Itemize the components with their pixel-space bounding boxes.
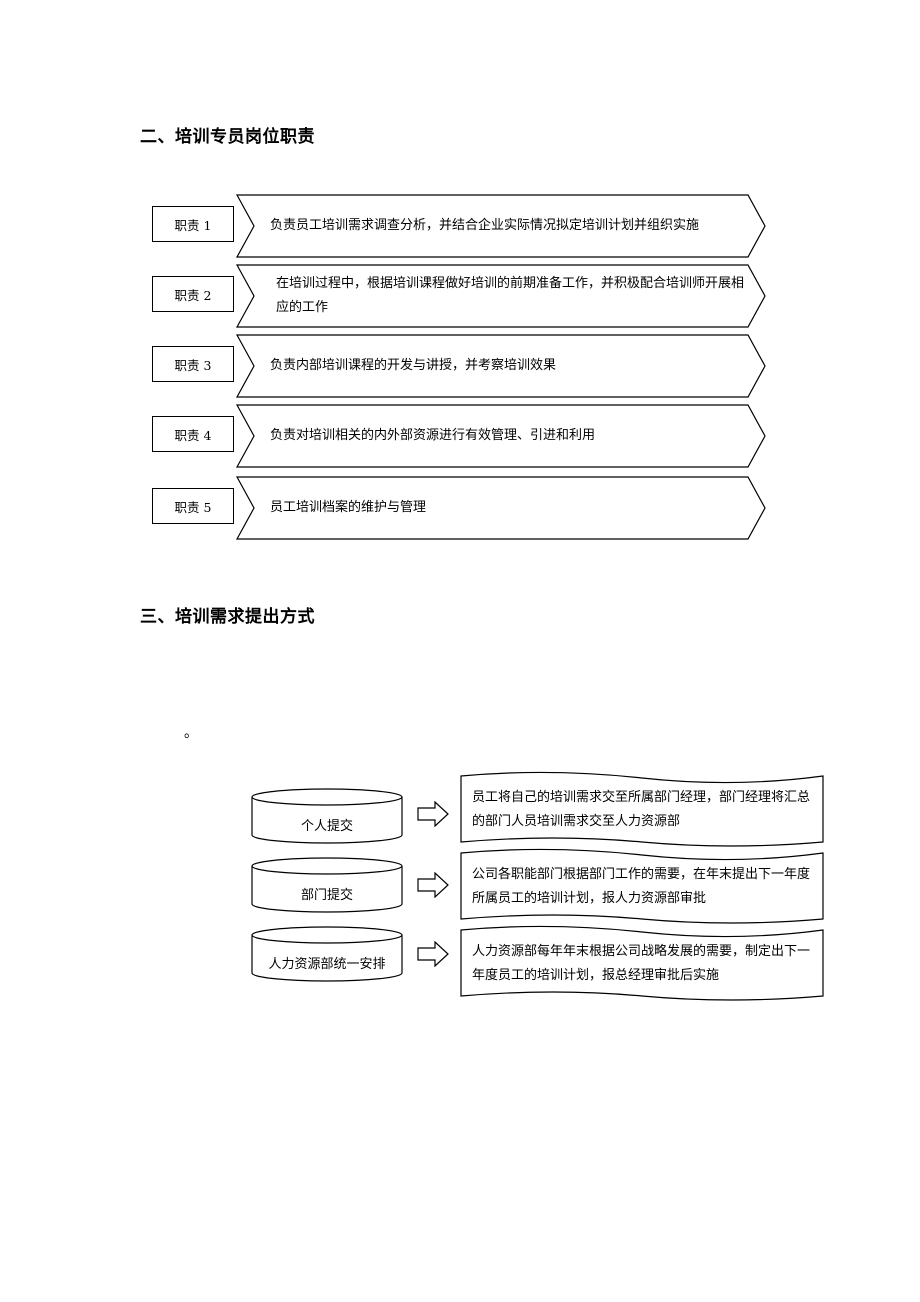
duty-chevron-5: 员工培训档案的维护与管理	[236, 476, 766, 540]
section-2-title: 二、培训专员岗位职责	[140, 127, 315, 147]
description-doc-3: 人力资源部每年年末根据公司战略发展的需要，制定出下一年度员工的培训计划，报总经理…	[460, 924, 824, 1004]
stray-period: 。	[184, 725, 198, 741]
cylinder-shape	[251, 926, 403, 982]
source-label-2: 部门提交	[300, 887, 353, 903]
duty-text-3: 负责内部培训课程的开发与讲授，并考察培训效果	[270, 358, 557, 373]
right-arrow-icon	[417, 941, 449, 967]
duty-text-4: 负责对培训相关的内外部资源进行有效管理、引进和利用	[270, 428, 596, 443]
chevron-shape	[236, 404, 766, 468]
chevron-shape	[236, 476, 766, 540]
source-label-3: 人力资源部统一安排	[268, 956, 386, 972]
description-text-2: 公司各职能部门根据部门工作的需要，在年末提出下一年度所属员工的培训计划，报人力资…	[472, 867, 811, 906]
description-doc-1: 员工将自己的培训需求交至所属部门经理，部门经理将汇总的部门人员培训需求交至人力资…	[460, 770, 824, 850]
duty-text-1: 负责员工培训需求调查分析，并结合企业实际情况拟定培训计划并组织实施	[270, 218, 700, 233]
duty-label-3: 职责 3	[152, 346, 234, 382]
cylinder-shape	[251, 857, 403, 913]
duty-chevron-4: 负责对培训相关的内外部资源进行有效管理、引进和利用	[236, 404, 766, 468]
description-text-1: 员工将自己的培训需求交至所属部门经理，部门经理将汇总的部门人员培训需求交至人力资…	[472, 790, 811, 829]
chevron-shape	[236, 194, 766, 258]
duty-chevron-1: 负责员工培训需求调查分析，并结合企业实际情况拟定培训计划并组织实施	[236, 194, 766, 258]
duty-text-5: 员工培训档案的维护与管理	[270, 500, 427, 515]
source-cylinder-2: 部门提交	[251, 857, 403, 913]
source-cylinder-1: 个人提交	[251, 788, 403, 844]
duty-text-2: 在培训过程中，根据培训课程做好培训的前期准备工作，并积极配合培训师开展相应的工作	[276, 276, 745, 315]
duty-chevron-3: 负责内部培训课程的开发与讲授，并考察培训效果	[236, 334, 766, 398]
document-shape	[460, 848, 824, 924]
document-shape	[460, 925, 824, 1001]
source-cylinder-3: 人力资源部统一安排	[251, 926, 403, 982]
document-shape	[460, 771, 824, 847]
right-arrow-icon	[417, 801, 449, 827]
section-3-title: 三、培训需求提出方式	[140, 607, 315, 627]
cylinder-shape	[251, 788, 403, 844]
source-label-1: 个人提交	[300, 818, 353, 834]
chevron-shape	[236, 264, 766, 328]
duty-label-1: 职责 1	[152, 206, 234, 242]
chevron-shape	[236, 334, 766, 398]
description-text-3: 人力资源部每年年末根据公司战略发展的需要，制定出下一年度员工的培训计划，报总经理…	[472, 944, 811, 983]
duty-label-5: 职责 5	[152, 488, 234, 524]
right-arrow-icon	[417, 872, 449, 898]
duty-label-4: 职责 4	[152, 416, 234, 452]
duty-chevron-2: 在培训过程中，根据培训课程做好培训的前期准备工作，并积极配合培训师开展相应的工作	[236, 264, 766, 328]
duty-label-2: 职责 2	[152, 276, 234, 312]
description-doc-2: 公司各职能部门根据部门工作的需要，在年末提出下一年度所属员工的培训计划，报人力资…	[460, 847, 824, 927]
